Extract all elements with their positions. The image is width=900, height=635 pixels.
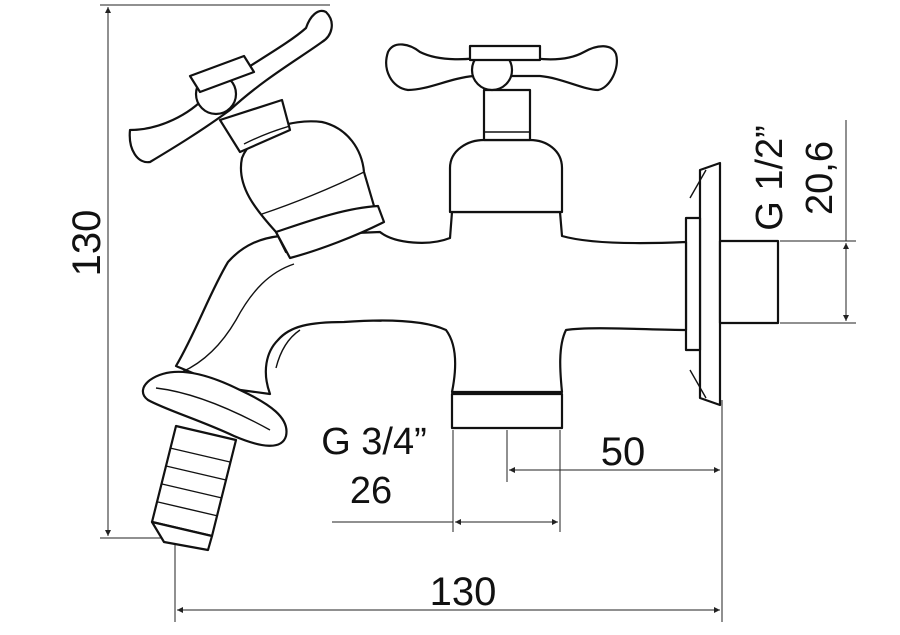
dimension-offset-horizontal: 50 (601, 430, 646, 474)
outlet-nut (450, 392, 564, 430)
upright-valve (385, 43, 618, 214)
dimension-width-total: 130 (430, 570, 497, 614)
dimension-inlet-size: 20,6 (799, 141, 841, 215)
angled-valve (128, 9, 386, 260)
dimension-lines (100, 4, 856, 622)
dimension-outlet-size: 26 (350, 470, 392, 512)
dimension-outlet-thread: G 3/4” (321, 421, 427, 463)
valve-body (174, 210, 688, 396)
hose-connector (141, 370, 288, 552)
dimension-height-total: 130 (65, 210, 109, 277)
dimension-inlet-thread: G 1/2” (749, 125, 791, 231)
wall-flange (684, 161, 780, 407)
